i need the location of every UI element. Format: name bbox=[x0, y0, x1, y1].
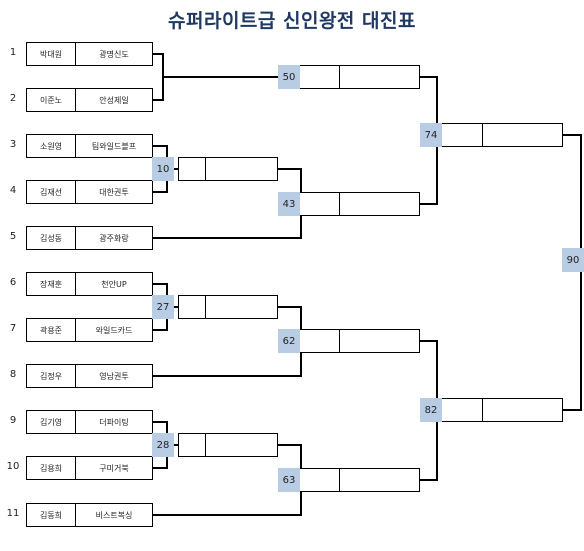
entry-box: 김용희 구미거북 bbox=[26, 456, 153, 480]
club-name: 팀와일드블프 bbox=[91, 141, 137, 151]
entry-box: 박대원 광명신도 bbox=[26, 42, 153, 66]
match-number-74: 74 bbox=[420, 123, 442, 147]
club-name: 영남권투 bbox=[99, 371, 129, 381]
fighter-name: 김성동 bbox=[27, 227, 76, 249]
match-number-27: 27 bbox=[152, 295, 174, 319]
result-box bbox=[278, 329, 420, 353]
match-number-62: 62 bbox=[278, 329, 300, 353]
result-box bbox=[178, 295, 278, 319]
entry-box: 김정우 영남권투 bbox=[26, 364, 153, 388]
match-number-50: 50 bbox=[278, 65, 300, 89]
entry-box: 김기영 더파이팅 bbox=[26, 410, 153, 434]
club-name: 비스트복싱 bbox=[95, 510, 133, 520]
result-box bbox=[178, 157, 278, 181]
result-box bbox=[278, 468, 420, 492]
club-name: 구미거북 bbox=[99, 463, 129, 473]
seed-number: 6 bbox=[9, 277, 17, 288]
seed-number: 3 bbox=[9, 139, 17, 150]
entry-box: 장재훈 천안UP bbox=[26, 272, 153, 296]
fighter-name: 김용희 bbox=[27, 457, 76, 479]
seed-number: 2 bbox=[9, 93, 17, 104]
result-box bbox=[178, 433, 278, 457]
result-box bbox=[420, 398, 563, 422]
match-number-63: 63 bbox=[278, 468, 300, 492]
seed-number: 9 bbox=[9, 415, 17, 426]
club-name: 천안UP bbox=[101, 279, 127, 289]
match-number-43: 43 bbox=[278, 192, 300, 216]
seed-number: 7 bbox=[9, 323, 17, 334]
result-box bbox=[278, 65, 420, 89]
page-title: 슈퍼라이트급 신인왕전 대진표 bbox=[168, 10, 416, 32]
entry-box: 김동희 비스트복싱 bbox=[26, 503, 153, 527]
fighter-name: 김동희 bbox=[27, 504, 76, 526]
seed-number: 5 bbox=[9, 231, 17, 242]
entry-box: 이준노 안성제일 bbox=[26, 88, 153, 112]
fighter-name: 김정우 bbox=[27, 365, 76, 387]
seed-number: 11 bbox=[6, 508, 20, 519]
match-number-10: 10 bbox=[152, 157, 174, 181]
club-name: 광주화랑 bbox=[99, 233, 129, 243]
club-name: 안성제일 bbox=[99, 95, 129, 105]
entry-box: 김성동 광주화랑 bbox=[26, 226, 153, 250]
fighter-name: 이준노 bbox=[27, 89, 76, 111]
fighter-name: 김기영 bbox=[27, 411, 76, 433]
club-name: 광명신도 bbox=[99, 49, 129, 59]
result-box bbox=[278, 192, 420, 216]
match-number-82: 82 bbox=[420, 398, 442, 422]
seed-number: 10 bbox=[6, 461, 20, 472]
result-box bbox=[420, 123, 563, 147]
fighter-name: 소원영 bbox=[27, 135, 76, 157]
fighter-name: 장재훈 bbox=[27, 273, 76, 295]
match-number-90: 90 bbox=[562, 248, 584, 272]
entry-box: 곽용준 와일드카드 bbox=[26, 318, 153, 342]
seed-number: 8 bbox=[9, 369, 17, 380]
fighter-name: 박대원 bbox=[27, 43, 76, 65]
club-name: 대한권투 bbox=[99, 187, 129, 197]
club-name: 와일드카드 bbox=[95, 325, 133, 335]
fighter-name: 곽용준 bbox=[27, 319, 76, 341]
entry-box: 김재선 대한권투 bbox=[26, 180, 153, 204]
seed-number: 4 bbox=[9, 185, 17, 196]
seed-number: 1 bbox=[9, 47, 17, 58]
entry-box: 소원영 팀와일드블프 bbox=[26, 134, 153, 158]
match-number-28: 28 bbox=[152, 433, 174, 457]
club-name: 더파이팅 bbox=[99, 417, 129, 427]
fighter-name: 김재선 bbox=[27, 181, 76, 203]
